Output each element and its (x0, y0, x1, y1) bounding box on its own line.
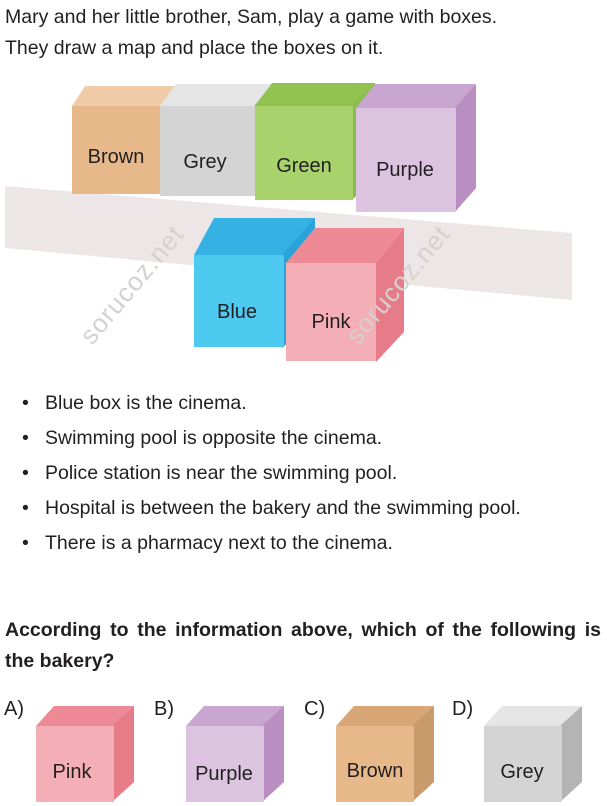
box-green-label: Green (276, 155, 332, 177)
clue-item: • Blue box is the cinema. (20, 388, 600, 419)
bullet-icon: • (22, 427, 29, 449)
clue-text: There is a pharmacy next to the cinema. (45, 532, 393, 554)
option-b-box: Purple (186, 706, 284, 802)
box-pink: Pink (286, 228, 404, 362)
box-grey-label: Grey (183, 151, 226, 173)
option-c-box: Brown (336, 706, 434, 802)
bullet-icon: • (22, 532, 29, 554)
option-letter: A) (4, 698, 24, 720)
option-d-label: Grey (500, 761, 543, 783)
map-illustration: Brown Grey Green Purple Blue (0, 78, 607, 378)
option-letter: B) (154, 698, 174, 720)
question-text: According to the information above, whic… (5, 619, 601, 672)
option-letter: C) (304, 698, 326, 720)
clue-text: Blue box is the cinema. (45, 392, 247, 414)
clue-text: Hospital is between the bakery and the s… (45, 497, 521, 519)
option-b-label: Purple (195, 763, 253, 785)
clue-item: • Police station is near the swimming poo… (20, 458, 600, 489)
clue-item: • Swimming pool is opposite the cinema. (20, 423, 600, 454)
option-c-label: Brown (347, 760, 404, 782)
bullet-icon: • (22, 392, 29, 414)
bullet-icon: • (22, 462, 29, 484)
box-purple-label: Purple (376, 159, 434, 181)
clue-text: Police station is near the swimming pool… (45, 462, 398, 484)
option-d-box: Grey (484, 706, 582, 802)
clue-text: Swimming pool is opposite the cinema. (45, 427, 383, 449)
box-blue-label: Blue (217, 301, 257, 323)
answer-options: A) Pink B) Purple C) Brown D) (0, 690, 607, 806)
box-brown-label: Brown (88, 146, 145, 168)
clue-list: • Blue box is the cinema. • Swimming pool … (20, 388, 600, 563)
box-pink-label: Pink (312, 311, 352, 333)
option-a-label: Pink (53, 761, 93, 783)
box-purple: Purple (356, 84, 476, 212)
option-letter: D) (452, 698, 474, 720)
option-a-box: Pink (36, 706, 134, 802)
intro-text: Mary and her little brother, Sam, play a… (5, 2, 605, 64)
bullet-icon: • (22, 497, 29, 519)
intro-line-1: Mary and her little brother, Sam, play a… (5, 6, 498, 28)
clue-item: • Hospital is between the bakery and the … (20, 493, 600, 524)
clue-item: • There is a pharmacy next to the cinema. (20, 528, 600, 559)
intro-line-2: They draw a map and place the boxes on i… (5, 37, 384, 59)
